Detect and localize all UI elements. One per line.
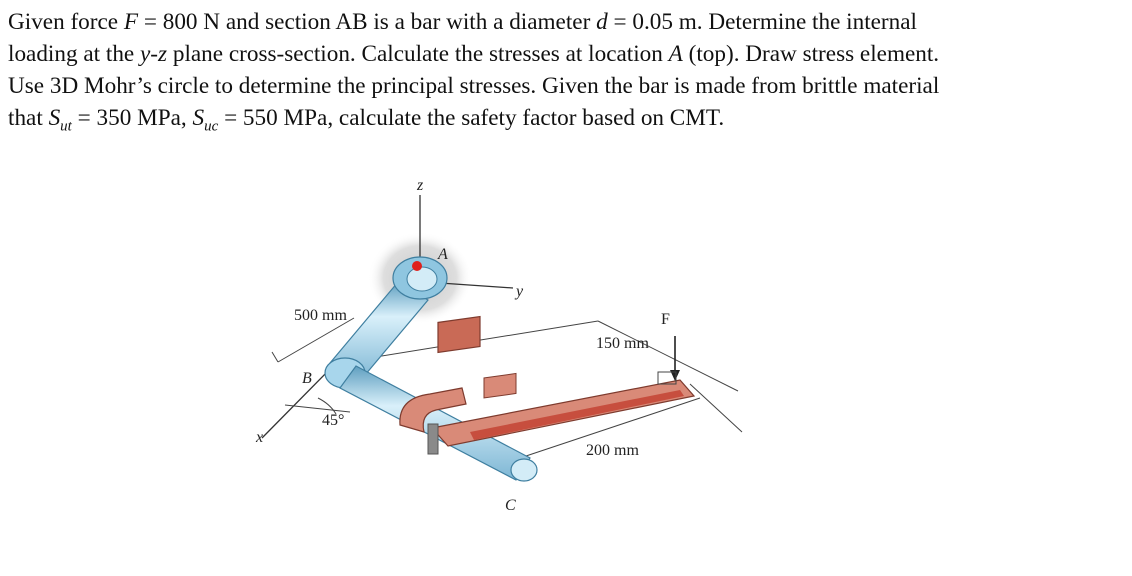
symbol-diameter: d [596,9,608,35]
dimension-line-200 [519,397,701,459]
label-c: C [505,497,516,514]
text-segment: Given force [8,9,124,35]
force-application-box [657,371,677,385]
wrench-hook-jaw [399,387,467,433]
problem-statement: Given force F = 800 N and section AB is … [8,6,1124,134]
force-f-arrowhead [670,370,680,381]
text-segment: = 350 MPa, [71,105,193,131]
text-segment: loading at the [8,41,141,67]
angle-45-label: 45° [322,412,344,429]
wrench-adjust-nut [483,372,517,399]
text-segment: plane cross-section. Calculate the stres… [167,41,669,67]
wrench-handle-groove [470,390,684,440]
dimension-line-150-right [597,320,739,392]
subscript-ut: ut [60,118,72,135]
dimension-200-label: 200 mm [586,442,639,459]
text-segment: = 0.05 m. Determine the internal [607,9,917,35]
text-segment: = 550 MPa, calculate the safety factor b… [218,105,725,131]
wrench-head-block [437,315,481,354]
problem-line-3: Use 3D Mohr’s circle to determine the pr… [8,73,940,99]
label-b: B [302,370,312,387]
x-axis-label: x [255,429,263,446]
problem-line-4: that Sut = 350 MPa, Suc = 550 MPa, calcu… [8,102,1124,134]
symbol-force: F [123,9,139,35]
pipe-end-a [406,266,438,292]
dimension-tick-500 [271,351,279,363]
text-segment: (top). Draw stress element. [682,41,940,67]
y-axis-label: y [514,283,524,300]
problem-line-2: loading at the y-z plane cross-section. … [8,38,1124,70]
dimension-150-label: 150 mm [596,335,649,352]
z-axis-label: z [416,177,424,194]
angle-arc [317,397,337,415]
pipe-end-c [510,458,538,482]
force-f-label: F [661,311,670,328]
symbol-suc: S [192,105,205,131]
point-a-marker [412,261,422,271]
wrench-pin [427,423,439,455]
symbol-sut: S [48,105,61,131]
symbol-location-a: A [668,41,683,67]
problem-line-1: Given force F = 800 N and section AB is … [8,6,1124,38]
label-a: A [437,246,448,263]
dimension-line-200-end [689,383,743,433]
dimension-500-label: 500 mm [294,307,347,324]
dimension-line-500 [277,317,355,363]
symbol-plane: y-z [140,41,168,67]
subscript-uc: uc [204,118,219,135]
text-segment: that [8,105,49,131]
text-segment: = 800 N and section AB is a bar with a d… [138,9,597,35]
pipe-segment-bc [339,365,531,481]
angle-reference-line [284,404,351,413]
y-axis-line [439,282,514,289]
